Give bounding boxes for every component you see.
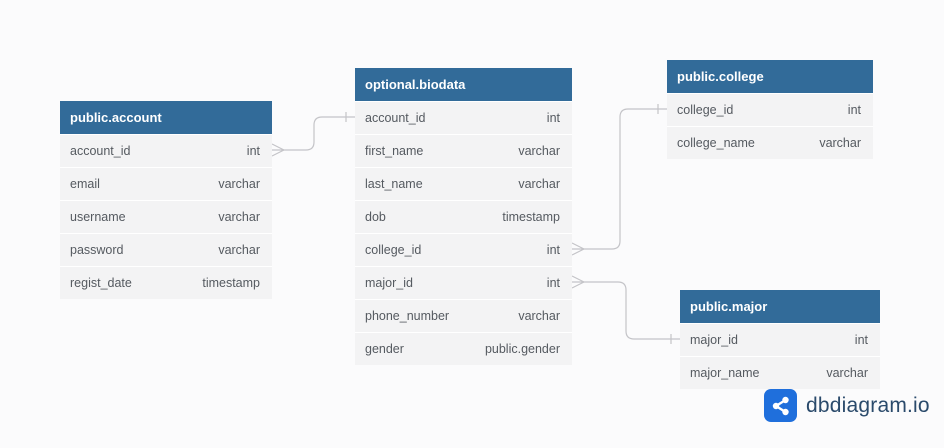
column-type: varchar [826,366,868,380]
column-name: major_id [365,276,413,290]
column-name: major_name [690,366,760,380]
column-name: account_id [365,111,426,125]
table-college[interactable]: public.college college_id int college_nam… [667,60,873,159]
brand-watermark[interactable]: dbdiagram.io [764,389,930,422]
column-name: email [70,177,100,191]
column-type: varchar [819,136,861,150]
table-row[interactable]: college_name varchar [667,126,873,159]
table-row[interactable]: college_id int [667,93,873,126]
column-type: int [546,111,560,125]
table-row[interactable]: college_id int [355,233,572,266]
crowfoot-many-account [271,143,285,157]
table-row[interactable]: phone_number varchar [355,299,572,332]
column-name: dob [365,210,386,224]
table-header[interactable]: optional.biodata [355,68,572,101]
link-biodata-college [572,108,667,250]
table-row[interactable]: major_id int [680,323,880,356]
column-name: first_name [365,144,424,158]
column-type: int [854,333,868,347]
crowfoot-many-college [571,242,585,256]
column-type: varchar [218,210,260,224]
column-type: timestamp [502,210,560,224]
table-row[interactable]: password varchar [60,233,272,266]
table-header[interactable]: public.college [667,60,873,93]
column-name: regist_date [70,276,132,290]
table-header[interactable]: public.account [60,101,272,134]
table-row[interactable]: last_name varchar [355,167,572,200]
table-row[interactable]: dob timestamp [355,200,572,233]
table-row[interactable]: account_id int [355,101,572,134]
column-type: varchar [518,177,560,191]
column-type: public.gender [484,342,560,356]
table-row[interactable]: first_name varchar [355,134,572,167]
table-row[interactable]: major_id int [355,266,572,299]
column-type: varchar [218,177,260,191]
column-name: phone_number [365,309,450,323]
column-type: timestamp [202,276,260,290]
column-type: varchar [518,144,560,158]
column-name: last_name [365,177,423,191]
table-row[interactable]: major_name varchar [680,356,880,389]
column-type: int [847,103,861,117]
table-row[interactable]: email varchar [60,167,272,200]
column-name: college_id [365,243,422,257]
column-type: varchar [218,243,260,257]
column-name: password [70,243,124,257]
table-row[interactable]: username varchar [60,200,272,233]
column-type: int [246,144,260,158]
crowfoot-many-major [571,275,585,289]
link-account-biodata [272,116,355,151]
column-name: college_id [677,103,734,117]
table-account[interactable]: public.account account_id int email varcha… [60,101,272,299]
column-name: account_id [70,144,131,158]
column-type: int [546,276,560,290]
share-icon [764,389,797,422]
link-biodata-major [572,281,680,340]
table-major[interactable]: public.major major_id int major_name varch… [680,290,880,389]
table-row[interactable]: gender public.gender [355,332,572,365]
column-name: major_id [690,333,738,347]
brand-text: dbdiagram.io [806,393,930,417]
table-row[interactable]: regist_date timestamp [60,266,272,299]
table-header[interactable]: public.major [680,290,880,323]
column-name: username [70,210,126,224]
column-type: varchar [518,309,560,323]
column-name: gender [365,342,404,356]
column-type: int [546,243,560,257]
column-name: college_name [677,136,755,150]
table-row[interactable]: account_id int [60,134,272,167]
